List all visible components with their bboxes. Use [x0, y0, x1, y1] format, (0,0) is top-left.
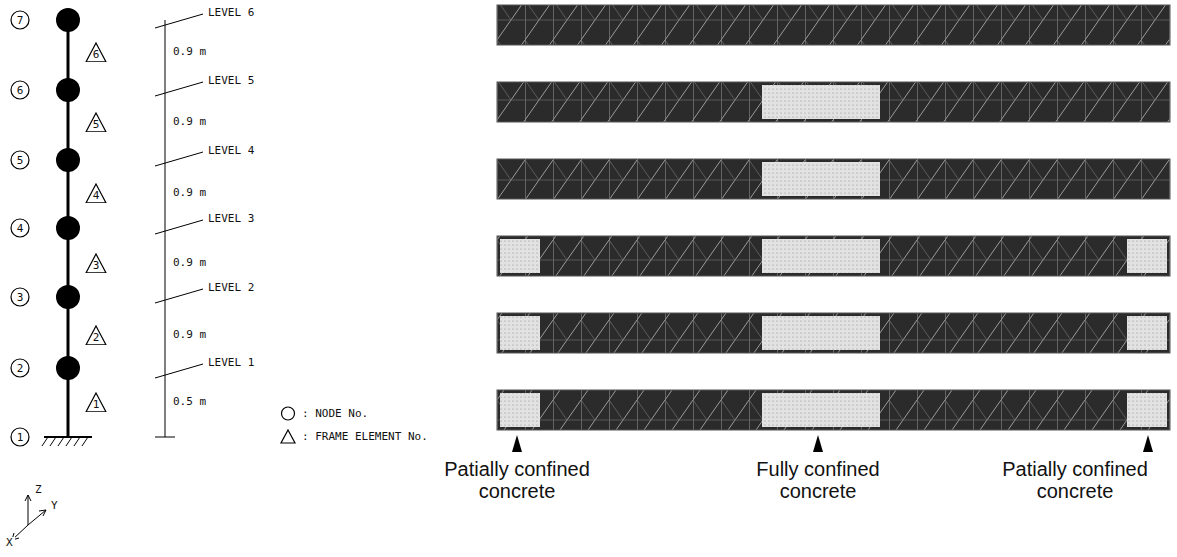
callout-number: 2 — [93, 332, 100, 343]
legend-item: : FRAME ELEMENT No. — [280, 429, 428, 444]
dimension-label: LEVEL 6 — [206, 7, 256, 19]
dimension-label: LEVEL 1 — [206, 357, 256, 369]
dimension-label: 0.9 m — [171, 329, 208, 341]
dimension-label: Z — [33, 484, 44, 496]
frame-element-number: 1 — [85, 392, 107, 413]
callout-number: 5 — [17, 155, 24, 166]
region-label: Patially confined concrete — [980, 458, 1170, 502]
callout-number: 1 — [17, 432, 24, 443]
legend-text: : FRAME ELEMENT No. — [302, 430, 428, 443]
frame-element-number: 4 — [85, 183, 107, 204]
node-number: 3 — [10, 287, 30, 307]
legend-symbol — [280, 429, 296, 444]
callout-number: 2 — [17, 363, 24, 374]
frame-element-number: 3 — [85, 253, 107, 274]
node-number: 2 — [10, 358, 30, 378]
dimension-label: 0.9 m — [171, 116, 208, 128]
callout-number: 5 — [93, 119, 100, 130]
dimension-label: 0.9 m — [171, 187, 208, 199]
dimension-label: LEVEL 2 — [206, 282, 256, 294]
callout-number: 4 — [93, 190, 100, 201]
dimension-label: LEVEL 5 — [206, 75, 256, 87]
dimension-label: X — [4, 537, 15, 549]
dimension-label: 0.9 m — [171, 257, 208, 269]
callout-number: 7 — [17, 15, 24, 26]
frame-element-number: 5 — [85, 112, 107, 133]
node-number: 7 — [10, 10, 30, 30]
dimension-label: LEVEL 4 — [206, 145, 256, 157]
callout-number: 1 — [93, 399, 100, 410]
callout-number: 3 — [17, 292, 24, 303]
legend-text: : NODE No. — [302, 407, 368, 420]
dimension-label: 0.5 m — [171, 396, 208, 408]
dimension-label: Y — [49, 500, 60, 512]
node-number: 1 — [10, 427, 30, 447]
region-label: Fully confined concrete — [723, 458, 913, 502]
callout-number: 4 — [17, 223, 24, 234]
frame-element-number: 2 — [85, 325, 107, 346]
dimension-label: 0.9 m — [171, 46, 208, 58]
node-number: 5 — [10, 150, 30, 170]
legend-symbol — [280, 406, 296, 421]
dimension-label: LEVEL 3 — [206, 213, 256, 225]
node-number: 6 — [10, 80, 30, 100]
region-label: Patially confined concrete — [422, 458, 612, 502]
node-number: 4 — [10, 218, 30, 238]
callout-number: 6 — [17, 85, 24, 96]
legend-item: : NODE No. — [280, 406, 368, 421]
callout-number: 6 — [93, 49, 100, 60]
callout-number: 3 — [93, 260, 100, 271]
element-triangle — [280, 429, 296, 444]
node-circle — [280, 406, 296, 421]
frame-element-number: 6 — [85, 42, 107, 63]
